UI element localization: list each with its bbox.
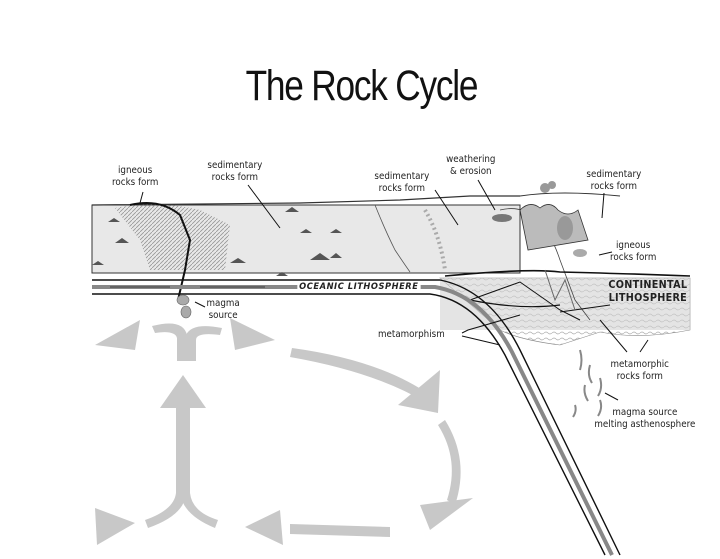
label-magma-source-right: magma source melting asthenosphere bbox=[594, 407, 696, 430]
cycle-arrows bbox=[95, 318, 473, 545]
arrow-curve-right bbox=[290, 348, 440, 413]
label-oceanic-lithosphere: OCEANIC LITHOSPHERE bbox=[297, 281, 421, 293]
page-title: The Rock Cycle bbox=[245, 62, 479, 110]
oceanic-lithosphere bbox=[92, 279, 621, 556]
label-igneous-left: igneous rocks form bbox=[112, 165, 159, 188]
label-sedimentary-left: sedimentary rocks form bbox=[207, 160, 263, 183]
label-continental-lithosphere: CONTINENTAL LITHOSPHERE bbox=[608, 279, 688, 304]
arrow-curve-down bbox=[420, 420, 473, 530]
label-weathering: weathering & erosion bbox=[446, 154, 496, 177]
sediment-mounds bbox=[92, 207, 342, 276]
label-sedimentary-right: sedimentary rocks form bbox=[586, 169, 642, 192]
arrow-split-top bbox=[95, 318, 275, 361]
arrow-split-bottom bbox=[95, 493, 218, 545]
arrow-bottom-left bbox=[245, 510, 390, 545]
magma-source bbox=[176, 294, 603, 418]
label-metamorphism: metamorphism bbox=[378, 329, 445, 340]
arrow-up bbox=[160, 375, 206, 493]
volcanic-arc bbox=[492, 181, 589, 311]
label-sedimentary-mid: sedimentary rocks form bbox=[374, 171, 430, 194]
igneous-ridge bbox=[115, 202, 230, 301]
label-igneous-right: igneous rocks form bbox=[610, 240, 657, 263]
continental-crust bbox=[439, 192, 691, 346]
label-metamorphic: metamorphic rocks form bbox=[610, 359, 669, 382]
label-magma-source-left: magma source bbox=[206, 298, 240, 321]
leader-lines bbox=[139, 179, 649, 401]
